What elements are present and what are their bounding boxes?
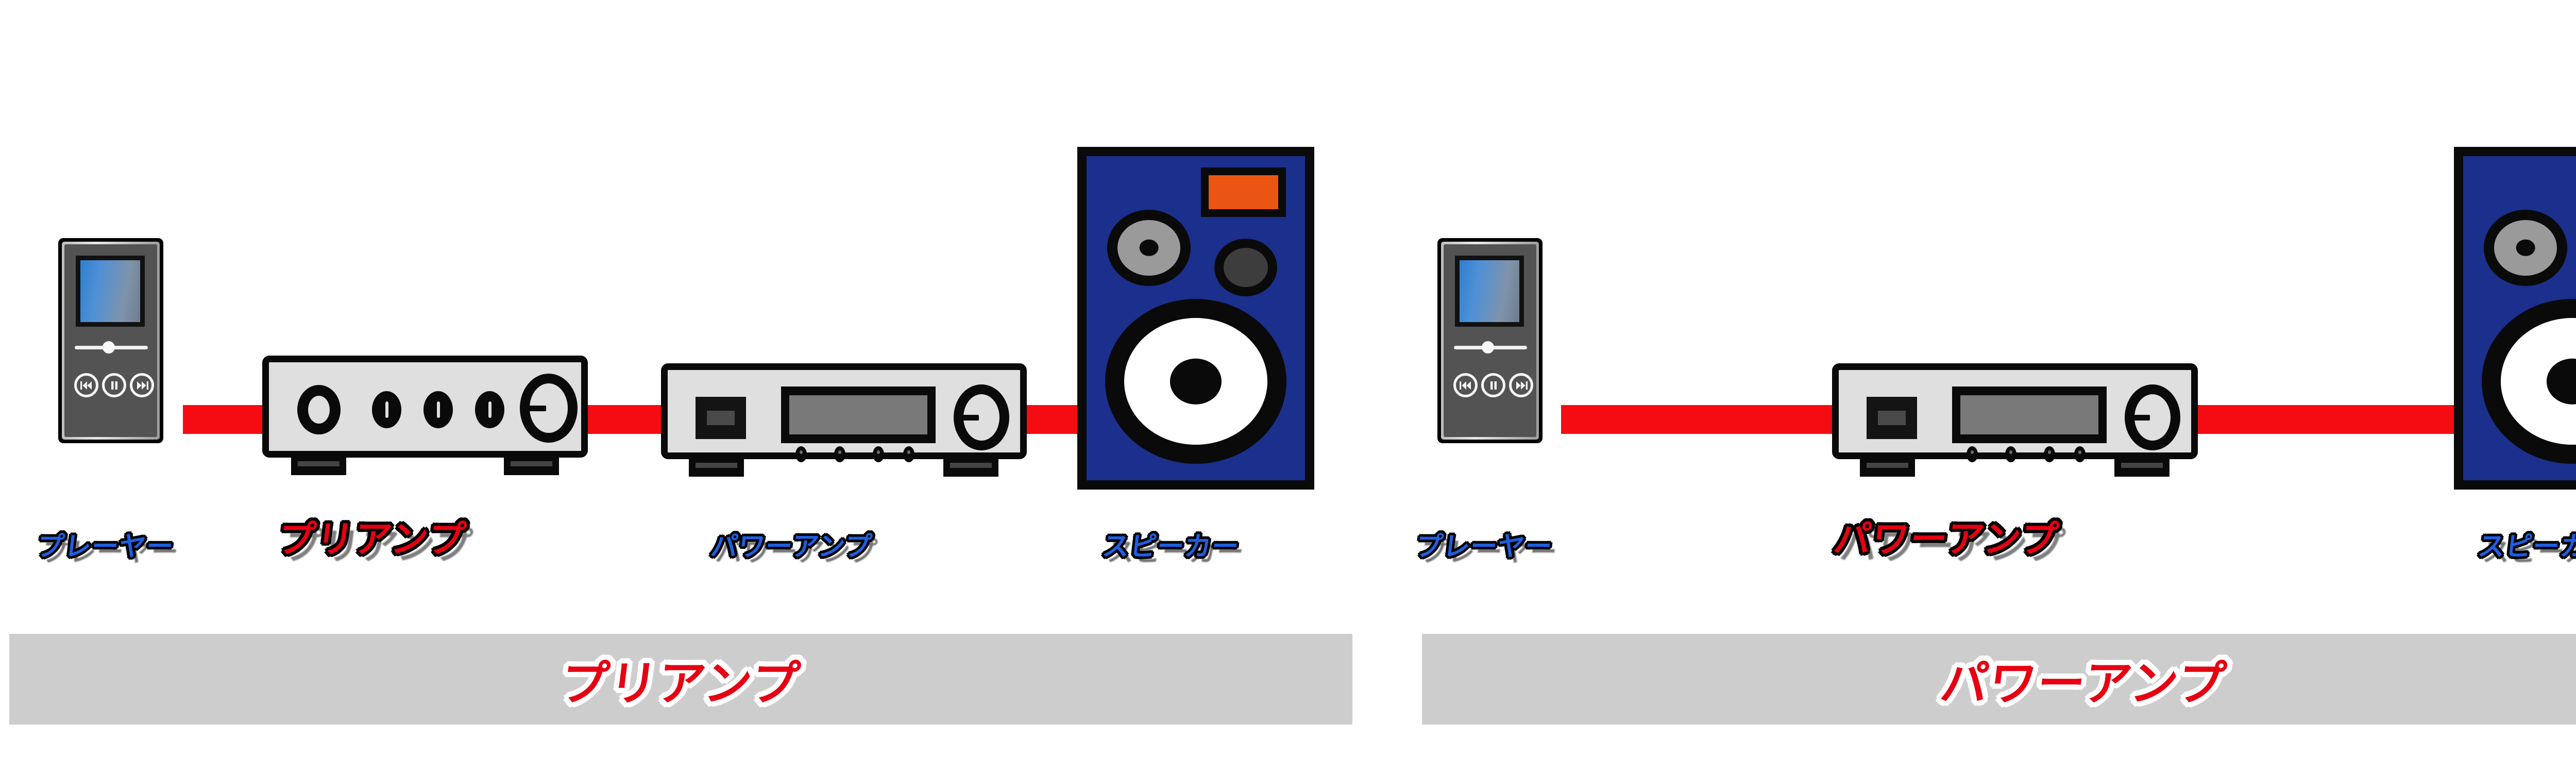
function-button-4[interactable] bbox=[903, 446, 914, 462]
player-slider-handle[interactable] bbox=[1482, 341, 1494, 354]
tweeter-dome bbox=[1139, 239, 1159, 257]
cable-player-to-preamp bbox=[183, 405, 265, 434]
pause-icon[interactable] bbox=[102, 373, 126, 397]
volume-knob-icon[interactable] bbox=[2125, 384, 2180, 450]
panel-poweramp-highlight: プレーヤー パワーアンプ スピーカー パワーアンプ bbox=[1391, 0, 2576, 773]
device-player[interactable] bbox=[1437, 238, 1543, 443]
skip-next-icon[interactable] bbox=[130, 373, 154, 397]
tone-knob-1[interactable] bbox=[372, 391, 401, 428]
caption-label: プリアンプ bbox=[557, 656, 803, 711]
player-transport-controls bbox=[1453, 373, 1533, 397]
volume-knob-icon[interactable] bbox=[520, 374, 578, 443]
device-speaker[interactable] bbox=[2454, 147, 2576, 490]
label-player: プレーヤー bbox=[35, 531, 176, 562]
volume-knob-pointer bbox=[961, 415, 979, 421]
function-button-3[interactable] bbox=[873, 446, 884, 462]
device-poweramp[interactable] bbox=[661, 363, 1027, 477]
speaker-tweeter bbox=[2484, 210, 2567, 286]
poweramp-chassis bbox=[1832, 363, 2198, 462]
cable-preamp-to-poweramp bbox=[587, 405, 662, 434]
device-preamp[interactable] bbox=[262, 356, 588, 475]
function-button-2[interactable] bbox=[2005, 446, 2016, 462]
poweramp-chassis bbox=[661, 363, 1027, 462]
speaker-badge bbox=[1201, 167, 1286, 217]
function-button-1[interactable] bbox=[1967, 446, 1978, 462]
player-screen bbox=[1455, 256, 1524, 327]
poweramp-foot-right bbox=[2114, 459, 2170, 477]
poweramp-foot-left bbox=[1860, 459, 1915, 477]
player-slider-handle[interactable] bbox=[103, 341, 115, 354]
poweramp-foot-left bbox=[689, 459, 744, 477]
tone-knob-2[interactable] bbox=[423, 391, 453, 428]
function-button-3[interactable] bbox=[2044, 446, 2055, 462]
player-bezel bbox=[1441, 242, 1539, 440]
tweeter-dome bbox=[2516, 239, 2535, 257]
tone-knob-3[interactable] bbox=[475, 391, 504, 428]
skip-previous-icon[interactable] bbox=[74, 373, 98, 397]
power-switch[interactable] bbox=[696, 397, 746, 439]
label-player: プレーヤー bbox=[1414, 531, 1554, 562]
woofer-dust-cap bbox=[2546, 358, 2576, 405]
function-button-2[interactable] bbox=[834, 446, 845, 462]
player-face bbox=[1444, 244, 1536, 437]
function-button-4[interactable] bbox=[2074, 446, 2086, 462]
player-transport-controls bbox=[74, 373, 154, 397]
display-screen bbox=[1960, 395, 2098, 434]
skip-previous-icon[interactable] bbox=[1453, 373, 1478, 397]
label-poweramp: パワーアンプ bbox=[709, 531, 874, 562]
player-progress-slider[interactable] bbox=[75, 341, 148, 354]
power-switch[interactable] bbox=[1867, 397, 1917, 439]
player-progress-slider[interactable] bbox=[1454, 341, 1527, 354]
device-poweramp[interactable] bbox=[1832, 363, 2198, 477]
speaker-midrange bbox=[1214, 239, 1277, 296]
display-screen bbox=[789, 395, 927, 434]
player-screen bbox=[76, 256, 145, 327]
speaker-tweeter bbox=[1107, 210, 1191, 286]
preamp-chassis bbox=[262, 356, 588, 458]
volume-knob-pointer bbox=[528, 406, 546, 411]
caption-bar-preamp: プリアンプ bbox=[9, 634, 1352, 725]
cable-poweramp-to-speaker bbox=[2198, 405, 2464, 434]
cable-player-to-poweramp bbox=[1561, 405, 1834, 434]
woofer-dust-cap bbox=[1170, 358, 1222, 405]
volume-knob-icon[interactable] bbox=[954, 384, 1009, 450]
speaker-woofer bbox=[1105, 299, 1286, 464]
label-speaker: スピーカー bbox=[1100, 531, 1241, 562]
player-bezel bbox=[62, 242, 160, 440]
display-panel-icon bbox=[781, 386, 936, 443]
preamp-foot-left bbox=[291, 458, 346, 475]
skip-next-icon[interactable] bbox=[1509, 373, 1533, 397]
caption-bar-poweramp: パワーアンプ bbox=[1422, 634, 2576, 725]
power-button-icon[interactable] bbox=[297, 385, 341, 434]
display-panel-icon bbox=[1952, 386, 2107, 443]
player-face bbox=[64, 244, 157, 437]
panel-preamp-highlight: プレーヤー プリアンプ パワーアンプ スピーカー プリアンプ bbox=[9, 147, 1352, 725]
device-speaker[interactable] bbox=[1077, 147, 1314, 490]
volume-knob-pointer bbox=[2132, 415, 2150, 421]
poweramp-foot-right bbox=[943, 459, 998, 477]
pause-icon[interactable] bbox=[1481, 373, 1505, 397]
caption-label: パワーアンプ bbox=[1937, 656, 2230, 711]
cable-poweramp-to-speaker bbox=[1025, 405, 1087, 434]
label-speaker: スピーカー bbox=[2476, 531, 2576, 562]
label-preamp: プリアンプ bbox=[275, 517, 469, 561]
function-button-1[interactable] bbox=[795, 446, 807, 462]
device-player[interactable] bbox=[58, 238, 163, 443]
preamp-foot-right bbox=[504, 458, 559, 475]
label-poweramp: パワーアンプ bbox=[1831, 517, 2062, 561]
speaker-woofer bbox=[2482, 299, 2576, 464]
